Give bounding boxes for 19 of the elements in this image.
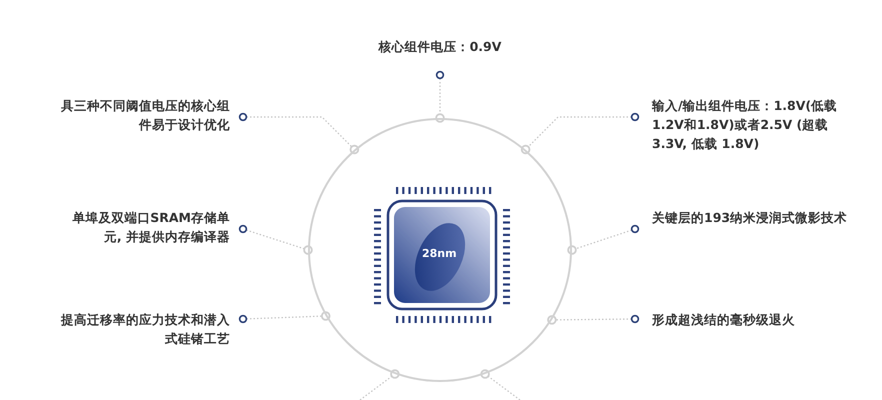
feature-text: 单埠及双端口SRAM存储单元, 并提供内存编译器 [60, 208, 230, 246]
chip-drawing [374, 187, 510, 323]
feature-text: 核心组件电压：0.9V [340, 37, 540, 56]
feature-text: 具三种不同阈值电压的核心组件易于设计优化 [60, 96, 230, 134]
leader-line [480, 369, 520, 400]
leader-line [238, 311, 330, 324]
leader-line [238, 112, 360, 154]
feature-text: 输入/输出组件电压：1.8V(低载 1.2V和1.8V)或者2.5V (超载 3.3V, 低载 1.8V) [652, 96, 852, 153]
chip-label: 28nm [422, 247, 457, 261]
leader-line [547, 314, 640, 325]
feature-text: 关键层的193纳米浸润式微影技术 [652, 208, 852, 227]
ring-outline [308, 118, 572, 382]
leader-line [520, 112, 640, 154]
feature-text: 形成超浅结的毫秒级退火 [652, 310, 852, 329]
feature-text: 提高迁移率的应力技术和潜入式硅锗工艺 [60, 310, 230, 348]
leader-line [435, 70, 445, 123]
leader-line [567, 224, 640, 255]
leader-line [360, 369, 400, 400]
leader-line [238, 224, 313, 255]
